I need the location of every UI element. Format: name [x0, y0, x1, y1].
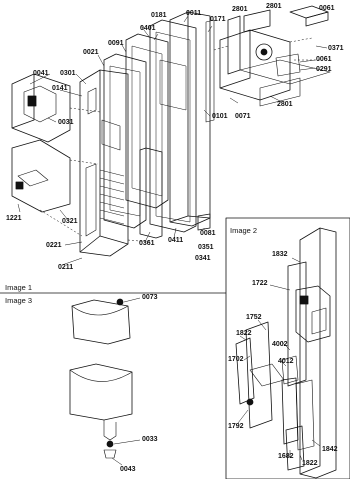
part-label: 1832 [272, 251, 288, 258]
part-label: 0361 [139, 240, 155, 247]
part-label: 0043 [120, 466, 136, 473]
part-label: 0091 [108, 40, 124, 47]
part-label: 0071 [235, 113, 251, 120]
part-label: 1792 [228, 423, 244, 430]
image2-leader-lines [237, 257, 321, 461]
strip-0361 [139, 147, 163, 239]
image3-cover-parts [69, 298, 133, 459]
part-label: 1822 [302, 460, 318, 467]
image2-frame [225, 217, 350, 479]
part-label: 0073 [142, 294, 158, 301]
part-label: 0211 [58, 264, 74, 271]
part-label: 0011 [186, 10, 202, 17]
part-label: 0401 [140, 25, 156, 32]
part-label: 1682 [278, 453, 294, 460]
drip-tray-1221 [11, 139, 71, 213]
part-label: 0033 [142, 436, 158, 443]
part-label: 0101 [212, 113, 228, 120]
part-label: 0351 [198, 244, 214, 251]
ice-maker-assembly [219, 5, 331, 107]
part-label: 0061 [316, 56, 332, 63]
part-label: 1702 [228, 356, 244, 363]
bracket-0081 [197, 213, 211, 231]
part-label: 0171 [210, 16, 226, 23]
part-label: 1752 [246, 314, 262, 321]
part-label: 0181 [151, 12, 167, 19]
part-label: 1822 [236, 330, 252, 337]
part-label: 2801 [266, 3, 282, 10]
part-label: 1221 [6, 215, 22, 222]
image3-leader-lines [111, 297, 141, 466]
dispenser-cover-0041 [11, 73, 71, 143]
part-label: 1722 [252, 280, 268, 287]
part-label: 0081 [200, 230, 216, 237]
part-label: 0371 [328, 45, 344, 52]
part-label: 0141 [52, 85, 68, 92]
door-liner-0411 [149, 19, 197, 233]
part-label: 2801 [232, 6, 248, 13]
part-label: 0221 [46, 242, 62, 249]
part-label: 0031 [58, 119, 74, 126]
part-label: 0341 [195, 255, 211, 262]
part-label: 0291 [316, 66, 332, 73]
part-label: 0321 [62, 218, 78, 225]
part-label: 4002 [272, 341, 288, 348]
part-label: 0021 [83, 49, 99, 56]
part-label: 1842 [322, 446, 338, 453]
part-label: 0411 [168, 237, 184, 244]
part-label: 0301 [60, 70, 76, 77]
image3-title: Image 3 [5, 296, 33, 305]
part-label: 4012 [278, 358, 294, 365]
image2-title: Image 2 [230, 226, 258, 235]
part-label: 0061 [319, 5, 335, 12]
part-label: 0041 [33, 70, 49, 77]
leader-lines [17, 15, 328, 266]
explode-lines [39, 37, 322, 243]
part-label: 2801 [277, 101, 293, 108]
image1-title: Image 1 [5, 283, 33, 292]
handle-0171 [205, 19, 215, 123]
image2-dispenser-door [235, 227, 337, 479]
